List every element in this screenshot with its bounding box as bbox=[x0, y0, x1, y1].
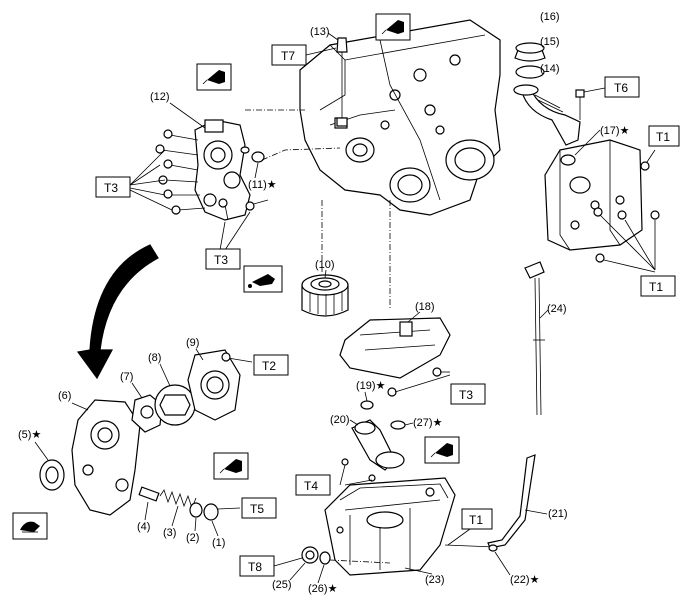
sealant-tube-icon bbox=[196, 63, 232, 91]
label-26: (26)★ bbox=[308, 583, 338, 595]
rocker-cover bbox=[544, 139, 643, 251]
label-5: (5)★ bbox=[18, 429, 41, 441]
label-25: (25) bbox=[272, 579, 292, 591]
pump-cover-6 bbox=[71, 399, 141, 516]
oil-strainer-20 bbox=[351, 419, 405, 471]
oil-seal-5 bbox=[39, 459, 65, 491]
outer-rotor-8 bbox=[154, 384, 196, 426]
label-22: (22)★ bbox=[510, 574, 540, 586]
exploded-view-arrow bbox=[76, 244, 159, 380]
relief-spring-3 bbox=[159, 489, 197, 510]
bolt-t3c bbox=[432, 367, 442, 377]
torque-labels: T7 T6 T1 T3 T3 T1 T2 T3 T4 T5 T1 T8 bbox=[95, 44, 680, 577]
baffle-plate-18 bbox=[339, 317, 451, 379]
screw-t2 bbox=[221, 352, 253, 363]
oil-pump-assembly bbox=[194, 119, 251, 221]
label-16: (16) bbox=[540, 11, 560, 23]
label-1: (1) bbox=[212, 537, 225, 549]
gasket-27 bbox=[390, 420, 406, 430]
relief-valve-4 bbox=[138, 486, 160, 502]
oil-filler-pipe-14 bbox=[513, 84, 581, 146]
label-8: (8) bbox=[148, 352, 161, 364]
cover-bolts bbox=[593, 149, 660, 273]
plug-1 bbox=[203, 503, 241, 521]
o-ring-22 bbox=[488, 544, 498, 552]
label-18: (18) bbox=[415, 301, 435, 313]
label-20: (20) bbox=[330, 414, 350, 426]
gasket-15 bbox=[515, 65, 545, 79]
bolt-t4-2 bbox=[368, 474, 376, 482]
bolt-t4 bbox=[341, 458, 349, 466]
sealant-tube-icon bbox=[213, 452, 249, 480]
grease-icon bbox=[12, 512, 48, 540]
label-14: (14) bbox=[540, 63, 560, 75]
level-gauge-guide-21 bbox=[444, 454, 536, 549]
t3-leader-lines bbox=[129, 149, 251, 251]
o-ring-11 bbox=[240, 146, 265, 163]
sealant-tube-icon bbox=[375, 13, 411, 41]
oil-level-gauge-24 bbox=[524, 261, 545, 416]
oil-can-icon bbox=[243, 265, 283, 293]
torque-t2: T2 bbox=[262, 359, 276, 373]
bolt-t6 bbox=[575, 87, 606, 120]
torque-t4: T4 bbox=[304, 479, 318, 493]
label-6: (6) bbox=[58, 390, 71, 402]
label-19: (19)★ bbox=[356, 380, 386, 392]
label-2: (2) bbox=[186, 532, 199, 544]
label-27: (27)★ bbox=[413, 417, 443, 429]
label-23: (23) bbox=[425, 574, 445, 586]
torque-t6: T6 bbox=[614, 81, 628, 95]
pump-bolts bbox=[155, 129, 269, 221]
o-ring-19 bbox=[360, 400, 374, 410]
label-3: (3) bbox=[163, 527, 176, 539]
drain-plug-25 bbox=[301, 546, 319, 564]
oil-filter-10 bbox=[301, 274, 349, 317]
torque-t3-left: T3 bbox=[104, 181, 118, 195]
label-10: (10) bbox=[315, 259, 335, 271]
label-4: (4) bbox=[137, 521, 150, 533]
washer-2 bbox=[189, 502, 203, 518]
label-7: (7) bbox=[120, 371, 133, 383]
torque-t1-top: T1 bbox=[656, 130, 670, 144]
rotor-cover-9 bbox=[187, 349, 241, 421]
torque-t3-pan: T3 bbox=[459, 388, 473, 402]
torque-t7: T7 bbox=[281, 49, 295, 63]
label-24: (24) bbox=[547, 303, 567, 315]
torque-t3-bottom: T3 bbox=[214, 253, 228, 267]
part-labels: (13) (12) (11)★ (16) (15) (14) (17)★ (10… bbox=[18, 11, 630, 595]
label-15: (15) bbox=[540, 36, 560, 48]
label-9: (9) bbox=[186, 337, 199, 349]
label-21: (21) bbox=[548, 508, 568, 520]
cylinder-block bbox=[299, 19, 501, 216]
oil-pan-23 bbox=[324, 477, 456, 576]
torque-t5: T5 bbox=[250, 502, 264, 516]
gasket-17 bbox=[560, 154, 576, 166]
label-17: (17)★ bbox=[600, 125, 630, 137]
torque-t1-right: T1 bbox=[649, 280, 663, 294]
gasket-26 bbox=[319, 551, 331, 565]
torque-t1-pan: T1 bbox=[469, 513, 483, 527]
bolt-t3c-2 bbox=[387, 387, 397, 397]
label-12: (12) bbox=[150, 91, 170, 103]
oil-filler-cap-16 bbox=[514, 42, 546, 62]
plug-13 bbox=[336, 37, 348, 127]
sealant-tube-icon bbox=[424, 436, 460, 464]
label-13: (13) bbox=[310, 26, 330, 38]
torque-t8: T8 bbox=[248, 560, 262, 574]
label-11: (11)★ bbox=[248, 179, 277, 191]
